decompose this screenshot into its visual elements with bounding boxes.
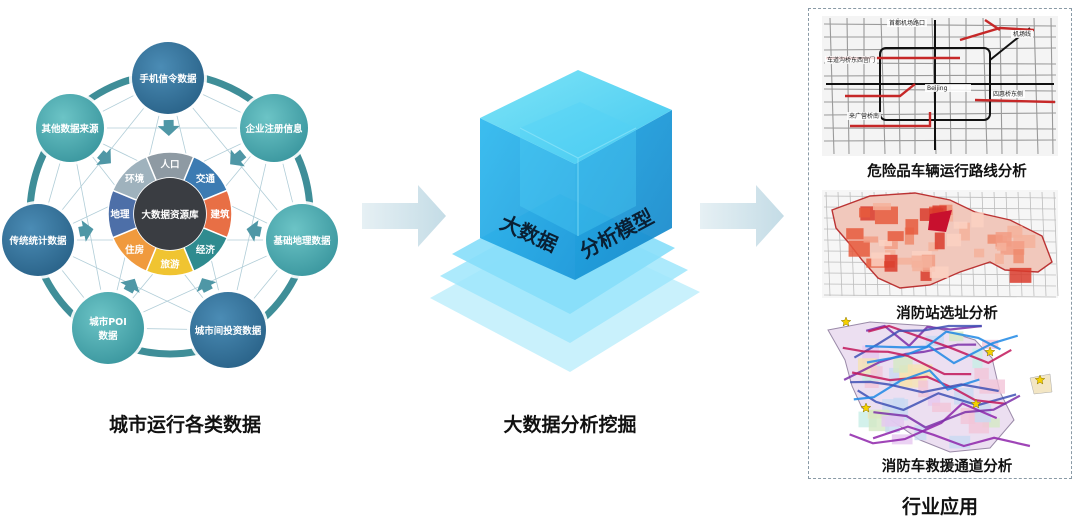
application-panel xyxy=(808,8,1072,479)
station-star xyxy=(970,398,982,409)
inward-arrow xyxy=(120,278,140,294)
source-label: 城市POI xyxy=(89,316,127,328)
segment-label: 人口 xyxy=(160,159,179,171)
source-phone: 手机信令数据 xyxy=(129,39,207,117)
cube-right-face xyxy=(575,110,672,280)
station-star xyxy=(1034,374,1046,385)
source-circle xyxy=(240,94,308,162)
station-star xyxy=(840,316,852,327)
source-label: 传统统计数据 xyxy=(8,235,67,247)
cube-front-face xyxy=(480,118,575,280)
segment-label: 旅游 xyxy=(160,259,180,271)
source-investment: 城市间投资数据 xyxy=(187,289,269,371)
inward-arrow xyxy=(78,220,94,242)
resource-core-label: 大数据资源库 xyxy=(141,209,199,221)
station-star xyxy=(984,346,996,357)
station-star xyxy=(860,402,872,413)
big-data-cube: 大数据 分析模型 xyxy=(430,70,700,372)
cube-top-face xyxy=(480,70,672,164)
source-label: 基础地理数据 xyxy=(272,235,331,247)
map1-title: 危险品车辆运行路线分析 xyxy=(867,164,1027,180)
source-circle xyxy=(132,42,204,114)
map1-label: 四惠桥东侧 xyxy=(993,90,1023,98)
segment-label: 住房 xyxy=(125,244,144,256)
source-geo: 基础地理数据 xyxy=(263,201,341,279)
segment-label: 地理 xyxy=(110,209,130,221)
map1-label: Beijing xyxy=(927,85,948,92)
source-enterprise: 企业注册信息 xyxy=(237,91,311,165)
source-stats: 传统统计数据 xyxy=(0,201,77,279)
map1-label: 首都机场路口 xyxy=(889,19,925,27)
source-circle xyxy=(72,292,144,364)
inward-arrow xyxy=(230,149,247,167)
source-label: 企业注册信息 xyxy=(244,123,303,135)
source-label: 城市间投资数据 xyxy=(195,325,262,337)
source-circle xyxy=(2,204,74,276)
segment-label: 环境 xyxy=(125,173,145,185)
segment-label: 经济 xyxy=(196,244,216,256)
source-poi: 城市POI 数据 xyxy=(69,289,147,367)
map-rescue-channels xyxy=(822,316,1058,453)
map2-title: 消防站选址分析 xyxy=(896,306,998,322)
inward-arrow xyxy=(96,148,111,166)
source-label: 手机信令数据 xyxy=(139,73,197,85)
inward-arrows xyxy=(78,119,262,294)
flow-arrow-2 xyxy=(700,185,784,247)
map1-label: 来广营桥南 xyxy=(849,112,879,120)
inward-arrow xyxy=(246,220,262,242)
inward-arrow xyxy=(196,278,217,293)
caption-big-data-mining: 大数据分析挖掘 xyxy=(503,414,637,436)
map1-label: 机场线 xyxy=(1013,30,1031,38)
source-circle xyxy=(266,204,338,276)
map3-title: 消防车救援通道分析 xyxy=(881,459,1013,475)
source-circle xyxy=(36,94,104,162)
resource-core xyxy=(134,178,206,250)
segment-label: 交通 xyxy=(196,173,216,185)
source-other: 其他数据来源 xyxy=(33,91,107,165)
source-circle xyxy=(190,292,266,368)
source-label: 其他数据来源 xyxy=(41,123,99,135)
caption-city-data: 城市运行各类数据 xyxy=(108,414,261,436)
segment-label: 建筑 xyxy=(209,209,230,221)
inward-arrow xyxy=(157,119,180,137)
source-label: 数据 xyxy=(97,330,118,342)
map-fire-station-site xyxy=(822,190,1059,298)
flow-arrow-1 xyxy=(362,185,446,247)
map1-label: 车道沟桥东西宫门 xyxy=(827,56,875,64)
caption-industry-application: 行业应用 xyxy=(901,496,978,518)
